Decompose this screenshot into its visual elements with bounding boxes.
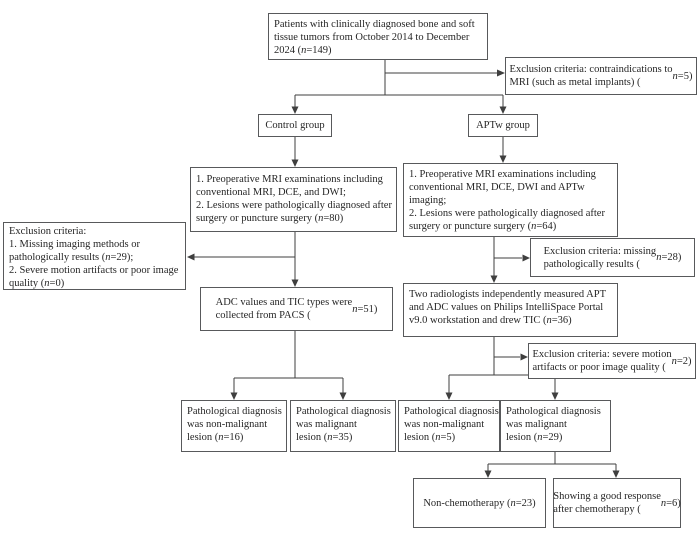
node-aptw-nonmalignant: Pathological diagnosis was non-malignant… — [398, 400, 500, 452]
node-exclusion-missing-pathology: Exclusion criteria: missing pathological… — [530, 238, 695, 277]
node-aptw-malignant: Pathological diagnosis was malignant les… — [500, 400, 611, 452]
node-adc-tic-pacs: ADC values and TIC types were collected … — [200, 287, 393, 331]
node-aptw-group: APTw group — [468, 114, 538, 137]
node-exclusion-control-criteria: Exclusion criteria: 1. Missing imaging m… — [3, 222, 186, 290]
node-exclusion-motion-artifacts: Exclusion criteria: severe motion artifa… — [528, 343, 696, 379]
node-two-radiologists: Two radiologists independently measured … — [403, 283, 618, 337]
node-control-nonmalignant: Pathological diagnosis was non-malignant… — [181, 400, 287, 452]
node-control-group: Control group — [258, 114, 332, 137]
node-exclusion-mri-contraindications: Exclusion criteria: contraindications to… — [505, 57, 697, 95]
node-control-preoperative-mri: 1. Preoperative MRI examinations includi… — [190, 167, 397, 232]
node-chemo-good-response: Showing a good response after chemothera… — [553, 478, 681, 528]
node-non-chemotherapy: Non-chemotherapy (n=23) — [413, 478, 546, 528]
node-control-malignant: Pathological diagnosis was malignant les… — [290, 400, 396, 452]
node-aptw-preoperative-mri: 1. Preoperative MRI examinations includi… — [403, 163, 618, 237]
node-patients: Patients with clinically diagnosed bone … — [268, 13, 488, 60]
